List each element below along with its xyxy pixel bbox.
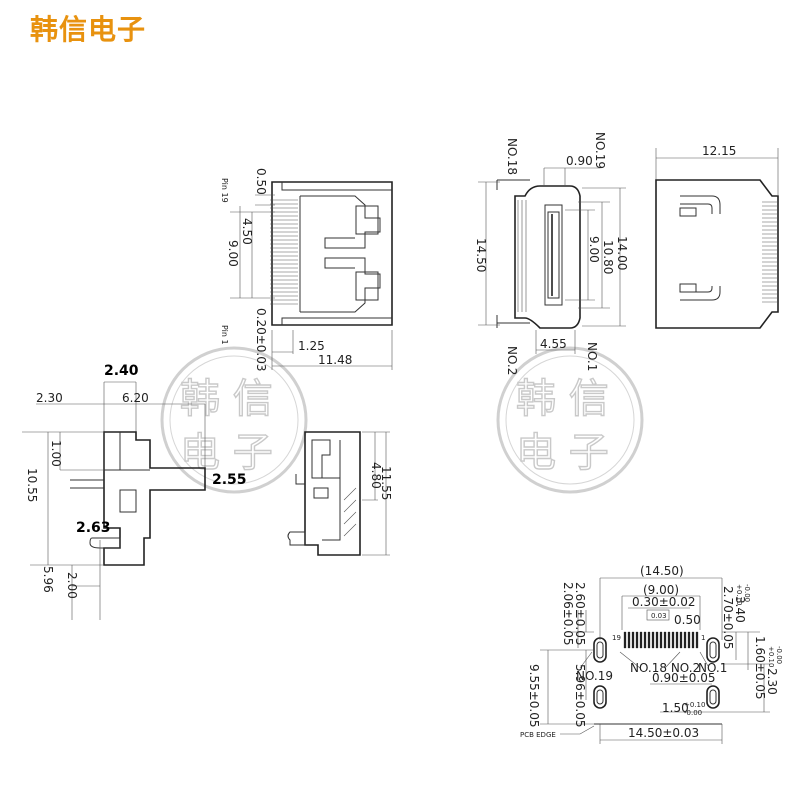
profile-dim-230: 2.30 xyxy=(36,391,63,405)
watermark-text-line1: 韩 信 xyxy=(180,376,273,422)
watermark-right: 韩 信 电 子 xyxy=(496,346,644,494)
front-dim-050: 0.50 xyxy=(254,168,268,195)
fp-dim-340: 3.40 xyxy=(733,596,747,623)
fp-dim-230-tol-upper: +0.10 xyxy=(767,646,775,667)
front-dim-900: 9.00 xyxy=(226,240,240,267)
profile-dim-200: 2.00 xyxy=(65,572,79,599)
fp-dim-955: 9.55±0.05 xyxy=(527,664,541,728)
profile-dim-100: 1.00 xyxy=(49,440,63,467)
fp-dim-030: 0.30±0.02 xyxy=(632,595,696,609)
fp-dim-206: 2.06±0.05 xyxy=(561,582,575,646)
fp-dim-340-tol-lower: -0.00 xyxy=(743,584,751,602)
watermark-text-line1: 韩 信 xyxy=(516,376,609,422)
end-label-no1: NO.1 xyxy=(585,342,599,371)
front-dim-450: 4.50 xyxy=(240,218,254,245)
end-dim-455: 4.55 xyxy=(540,337,567,351)
fp-dim-340-tol-upper: +0.10 xyxy=(735,584,743,605)
fp-pcb-edge: PCB EDGE xyxy=(520,731,556,739)
rear-dim-1155: 11.55 xyxy=(379,466,393,500)
fp-dim-090: 0.90±0.05 xyxy=(652,671,716,685)
fp-no19: NO.19 xyxy=(576,669,613,683)
fp-no1: NO.1 xyxy=(698,661,727,675)
profile-dim-263: 2.63 xyxy=(76,520,111,536)
front-view: Pin 19 Pin 1 0.50 4.50 9.00 0.20±0.03 1.… xyxy=(220,168,393,372)
watermark-left: 韩 信 电 子 xyxy=(160,346,308,494)
fp-dim-230: 2.30 xyxy=(765,668,779,695)
end-dim-1080: 10.80 xyxy=(601,240,615,274)
pin1-label: Pin 1 xyxy=(220,325,229,345)
fp-dim-1450: 14.50±0.03 xyxy=(628,726,699,740)
end-dim-090: 0.90 xyxy=(566,154,593,168)
fp-dim-230-tol-lower: -0.00 xyxy=(775,646,783,664)
fp-dim-1450-ref: (14.50) xyxy=(640,564,684,578)
fp-pin19: 19 xyxy=(612,634,621,642)
end-label-no18: NO.18 xyxy=(505,138,519,175)
front-dim-020: 0.20±0.03 xyxy=(254,308,268,372)
end-dim-1400: 14.00 xyxy=(615,236,629,270)
fp-pads xyxy=(623,631,699,649)
profile-dim-596: 5.96 xyxy=(41,566,55,593)
brand-logo-text: 韩信电子 xyxy=(30,13,147,46)
end-label-no19: NO.19 xyxy=(593,132,607,169)
end-label-no2: NO.2 xyxy=(505,346,519,375)
fp-dim-150-tol-upper: +0.10 xyxy=(684,701,705,709)
fp-dim-150-tol-lower: -0.00 xyxy=(684,709,702,717)
fp-dim-003: 0.03 xyxy=(651,612,667,620)
profile-dim-620: 6.20 xyxy=(122,391,149,405)
watermark-text-line2: 电 子 xyxy=(516,430,609,476)
front-pins xyxy=(270,199,298,305)
fp-dim-260: 2.60±0.05 xyxy=(573,582,587,646)
end-view: NO.18 NO.19 NO.2 NO.1 0.90 14.50 9.00 10… xyxy=(474,132,629,375)
fp-dim-050: 0.50 xyxy=(674,613,701,627)
fp-dim-596: 5.96±0.05 xyxy=(573,664,587,728)
profile-view: 2.40 2.30 6.20 1.00 10.55 2.55 2.63 5.96… xyxy=(22,363,247,620)
profile-dim-240: 2.40 xyxy=(104,363,139,379)
fp-dim-150: 1.50 xyxy=(662,701,689,715)
end-dim-1450: 14.50 xyxy=(474,238,488,272)
end-dim-900: 9.00 xyxy=(587,236,601,263)
pin19-label: Pin 19 xyxy=(220,178,229,203)
fp-dim-270: 2.70±0.05 xyxy=(721,586,735,650)
side-dim-1215: 12.15 xyxy=(702,144,736,158)
fp-dim-900-ref: (9.00) xyxy=(643,583,679,597)
fp-pin1: 1 xyxy=(701,634,705,642)
profile-dim-255: 2.55 xyxy=(212,472,247,488)
watermark-text-line2: 电 子 xyxy=(180,430,273,476)
side-view: 12.15 xyxy=(655,144,779,329)
front-dim-1148: 11.48 xyxy=(318,353,352,367)
fp-dim-160: 1.60±0.05 xyxy=(753,636,767,700)
rear-dim-480: 4.80 xyxy=(369,462,383,489)
rear-view: 4.80 11.55 xyxy=(287,431,393,556)
profile-dim-1055: 10.55 xyxy=(25,468,39,502)
fp-no18-no2: NO.18 NO.2 xyxy=(630,661,700,675)
front-dim-125: 1.25 xyxy=(298,339,325,353)
pcb-footprint: (14.50) (9.00) 0.30±0.02 0.03 0.50 19 1 … xyxy=(520,564,783,744)
